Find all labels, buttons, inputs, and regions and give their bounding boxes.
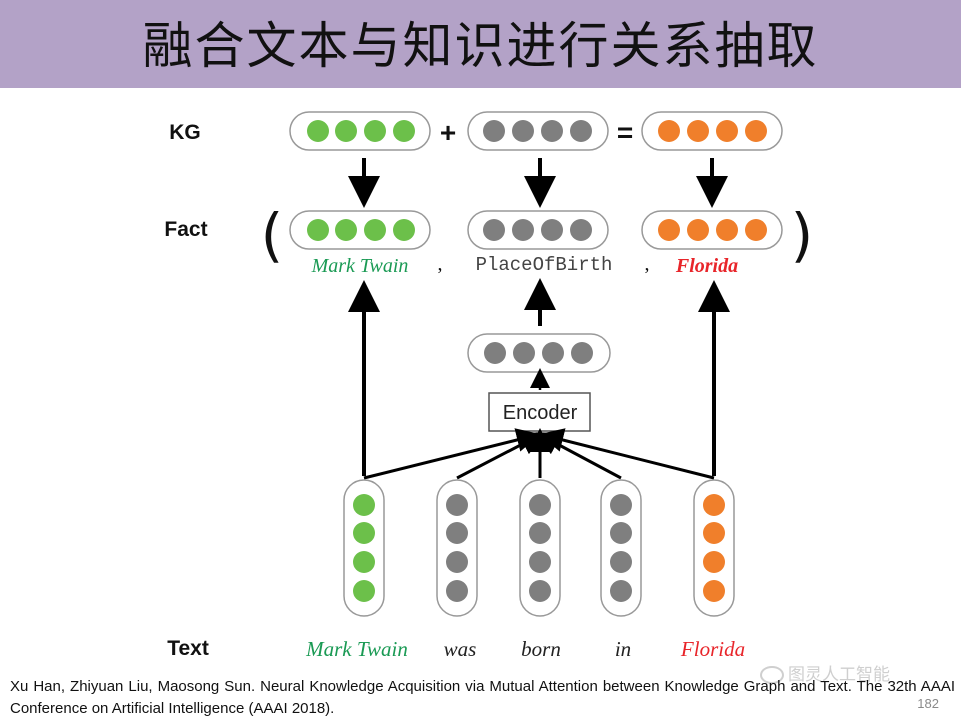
row-label-fact: Fact — [164, 218, 207, 241]
fact-head-embedding — [289, 210, 431, 250]
fact-relation-label: PlaceOfBirth — [476, 254, 613, 276]
fact-open-paren: ( — [261, 201, 284, 269]
word-to-encoder-arrows — [363, 428, 715, 480]
upward-arrows — [348, 278, 730, 476]
plus-operator: + — [440, 117, 456, 148]
watermark: 图灵人工智能 — [760, 660, 890, 685]
encoder-label: Encoder — [503, 402, 578, 424]
fact-comma-2: , — [645, 253, 650, 275]
sentence-embedding — [467, 333, 611, 373]
fact-relation-embedding — [467, 210, 609, 250]
text-token: born — [521, 637, 561, 661]
slide-title: 融合文本与知识进行关系抽取 — [142, 17, 819, 75]
page-number: 182 — [917, 696, 939, 711]
fact-head-label: Mark Twain — [311, 255, 409, 277]
kg-tail-embedding — [641, 111, 783, 151]
kg-head-embedding — [289, 111, 431, 151]
text-token: in — [615, 637, 631, 661]
word-embedding-florida — [693, 479, 735, 617]
watermark-text: 图灵人工智能 — [788, 665, 890, 685]
text-token: Mark Twain — [305, 637, 408, 661]
word-embedding-in — [600, 479, 642, 617]
text-token: was — [444, 637, 477, 661]
citation: Xu Han, Zhiyuan Liu, Maosong Sun. Neural… — [10, 678, 955, 717]
fact-close-paren: ) — [791, 201, 814, 269]
encoder-box — [488, 392, 591, 432]
word-embedding-born — [519, 479, 561, 617]
title-bar — [0, 0, 961, 88]
text-token: Florida — [680, 637, 745, 661]
fact-tail-label: Florida — [675, 255, 738, 277]
word-embedding-mark-twain — [343, 479, 385, 617]
wechat-icon — [760, 666, 784, 684]
fact-tail-embedding — [641, 210, 783, 250]
row-label-kg: KG — [169, 121, 201, 144]
word-embedding-was — [436, 479, 478, 617]
kg-relation-embedding — [467, 111, 609, 151]
kg-to-fact-arrows — [348, 158, 728, 208]
row-label-text: Text — [167, 637, 209, 660]
equals-operator: = — [617, 117, 633, 148]
fact-comma-1: , — [438, 253, 443, 275]
